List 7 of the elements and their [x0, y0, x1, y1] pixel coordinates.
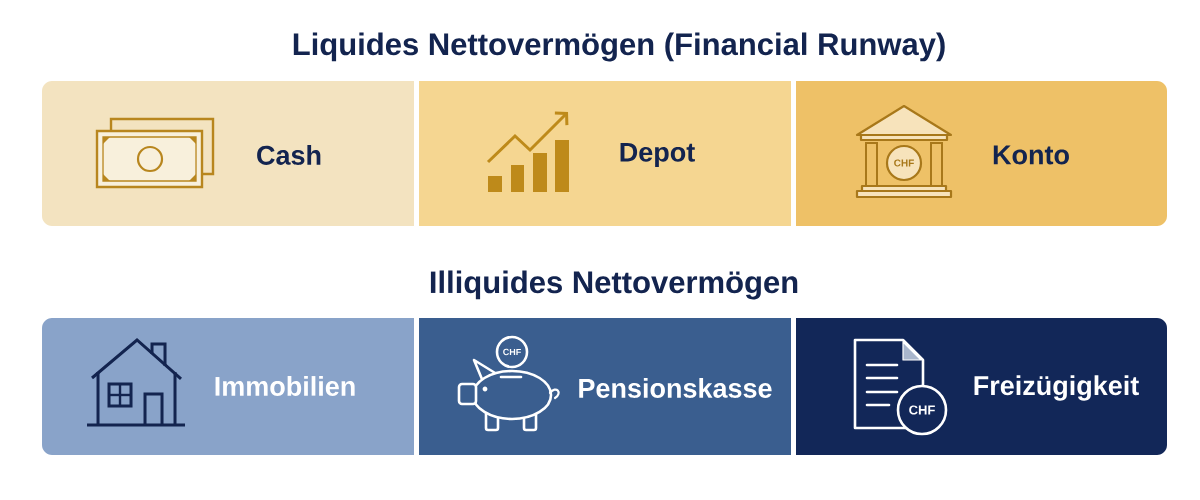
section-heading: Liquides Nettovermögen (Financial Runway) — [293, 32, 945, 62]
currency-label: CHF — [503, 348, 521, 356]
currency-label: CHF — [894, 159, 914, 167]
asset-tile: Immobilien — [42, 318, 414, 455]
currency-label: CHF — [909, 405, 935, 415]
asset-tile: Depot — [419, 81, 791, 226]
section-heading: Illiquides Nettovermögen — [430, 270, 798, 300]
